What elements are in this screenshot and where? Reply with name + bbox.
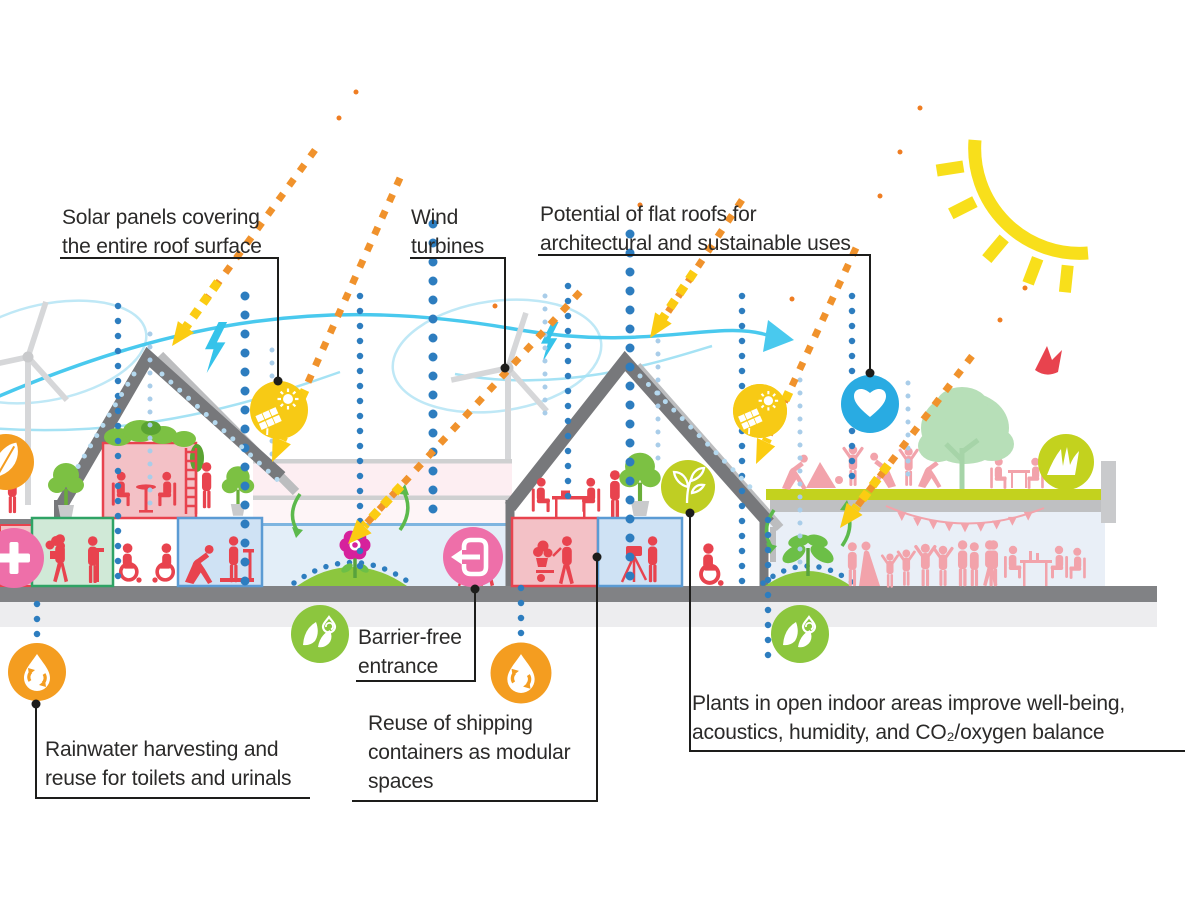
wheelchair-user xyxy=(699,543,724,586)
sun-ray-arrowheads xyxy=(172,312,863,544)
cross-icon xyxy=(0,528,44,588)
park-tree xyxy=(918,387,1014,489)
label-rainwater: Rainwater harvesting and reuse for toile… xyxy=(45,738,292,790)
house-2 xyxy=(504,350,784,588)
dinner-table xyxy=(1004,545,1068,586)
wind-flow xyxy=(0,298,794,432)
rooftop-park xyxy=(782,445,1044,490)
label-containers: Reuse of shipping containers as modular … xyxy=(368,712,571,793)
plant-cart-box xyxy=(510,516,600,588)
film-studio-box xyxy=(596,516,684,588)
lightning-icon xyxy=(205,322,559,373)
barrier-free-entrance-icon xyxy=(443,527,503,587)
label-flat-roofs: Potential of flat roofs for architectura… xyxy=(540,203,851,255)
label-solar-panels: Solar panels covering the entire roof su… xyxy=(62,206,262,258)
bunting-pennants xyxy=(897,511,1033,533)
wind-flow-arrow-icon xyxy=(0,312,771,398)
community-room-box xyxy=(30,516,115,588)
label-wind-turbines: Wind turbines xyxy=(411,206,485,258)
fitness-room-box xyxy=(176,516,264,588)
meeting-scene xyxy=(531,470,620,519)
scattered-sun-dots xyxy=(336,89,1028,323)
leaf-icon xyxy=(0,434,34,490)
water-recycle-icon xyxy=(490,642,552,704)
leader-lines xyxy=(35,254,1185,802)
picnic-table xyxy=(990,457,1044,489)
label-barrier-free: Barrier-free entrance xyxy=(358,626,462,678)
potted-tree xyxy=(221,466,255,516)
pitched-roof xyxy=(504,350,774,528)
leaf-water-recycle-icon xyxy=(291,605,349,663)
ground xyxy=(0,586,1157,627)
party-scene xyxy=(847,505,1086,588)
pitched-roof xyxy=(54,346,286,512)
solar-panel-icon xyxy=(250,381,308,439)
leader-dots xyxy=(31,363,875,709)
ladder xyxy=(184,448,198,514)
heart-icon xyxy=(841,375,899,433)
leaf-water-recycle-icon xyxy=(771,605,829,663)
water-recycle-icon xyxy=(8,643,66,701)
rain-dots xyxy=(33,219,911,664)
green-roof xyxy=(766,489,1103,500)
solar-panel-icon xyxy=(733,384,787,438)
sprout-icon xyxy=(661,460,715,514)
sun-icon xyxy=(935,139,1089,293)
bird-icon xyxy=(1035,346,1062,375)
grass-icon xyxy=(1038,434,1094,490)
label-plants: Plants in open indoor areas improve well… xyxy=(692,692,1126,744)
wheelchair-meeting xyxy=(118,543,176,583)
